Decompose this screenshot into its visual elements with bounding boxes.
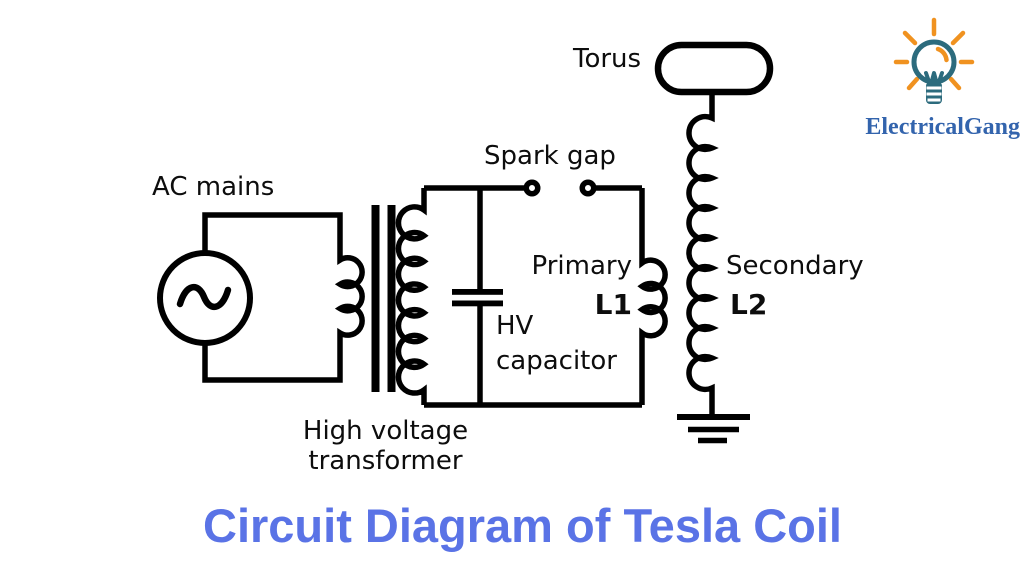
ground-icon xyxy=(677,414,750,444)
label-primary-ref: L1 xyxy=(594,288,632,321)
secondary-coil-l2-icon xyxy=(686,92,719,417)
lightbulb-filament xyxy=(924,71,944,88)
lightbulb-rays xyxy=(893,17,975,91)
label-hv-transformer: High voltage transformer xyxy=(288,416,483,477)
lightbulb-icon xyxy=(893,17,975,104)
capacitor-icon xyxy=(452,289,503,307)
label-hv-transformer-line1: High voltage xyxy=(302,416,469,446)
label-ac-mains: AC mains xyxy=(152,172,275,202)
label-hv-capacitor-line1: HV xyxy=(496,311,534,341)
label-secondary-ref: L2 xyxy=(730,288,768,321)
label-spark-gap: Spark gap xyxy=(484,141,616,171)
transformer-core-icon xyxy=(371,205,396,392)
label-torus: Torus xyxy=(573,44,642,74)
lightbulb-highlight xyxy=(935,46,949,63)
page-title: Circuit Diagram of Tesla Coil xyxy=(203,499,842,552)
transformer-secondary-coil-icon xyxy=(395,188,429,405)
logo-text: ElectricalGang xyxy=(865,114,1020,140)
label-secondary: Secondary xyxy=(726,251,864,281)
torus-icon xyxy=(654,41,774,96)
label-primary: Primary xyxy=(531,251,632,281)
spark-gap-icon xyxy=(523,179,597,197)
label-hv-capacitor-line2: capacitor xyxy=(496,346,617,376)
primary-coil-l1-icon xyxy=(637,188,668,405)
label-hv-transformer-line2: transformer xyxy=(308,445,463,476)
lightbulb-base xyxy=(926,82,942,104)
sine-wave-icon xyxy=(176,284,232,310)
ac-mains-loop-wire xyxy=(202,212,365,383)
